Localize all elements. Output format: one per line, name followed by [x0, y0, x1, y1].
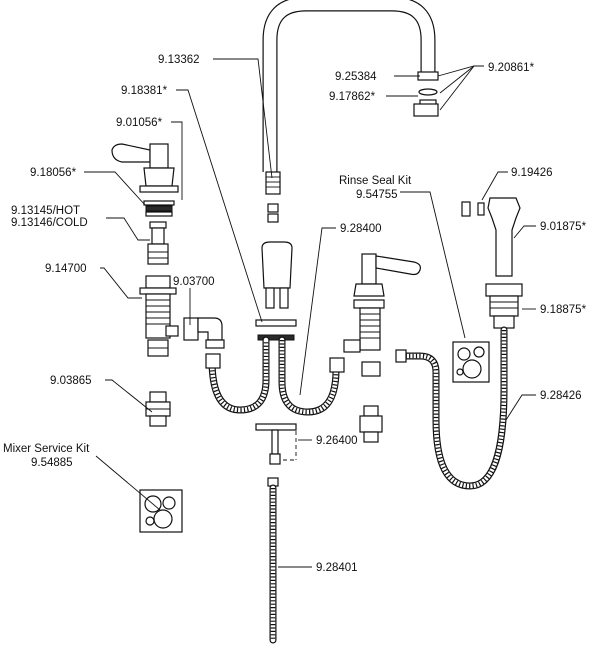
label-9-13146-cold: 9.13146/COLD	[11, 217, 88, 229]
spout-gooseneck	[262, 0, 436, 172]
label-9-01875: 9.01875*	[540, 221, 587, 233]
label-9-28426: 9.28426	[540, 390, 582, 402]
part-labels: 9.13362 9.18381* 9.01056* 9.18056* 9.131…	[3, 54, 587, 574]
label-9-28400: 9.28400	[340, 223, 382, 235]
left-handle-assembly	[111, 143, 179, 427]
label-9-25384: 9.25384	[335, 71, 377, 83]
label-9-54755: 9.54755	[356, 189, 398, 201]
mounting-bracket	[255, 423, 297, 465]
label-9-03865: 9.03865	[50, 375, 92, 387]
spout-base-fitting	[265, 171, 281, 223]
label-9-28401: 9.28401	[316, 562, 358, 574]
mixer-body	[255, 241, 297, 341]
rinse-seal-kit-bag	[452, 341, 490, 383]
label-mixer-service-kit: Mixer Service Kit	[3, 443, 90, 455]
label-9-26400: 9.26400	[316, 435, 358, 447]
label-9-54885: 9.54885	[31, 457, 73, 469]
label-9-14700: 9.14700	[45, 263, 87, 275]
mixer-service-kit-bag	[139, 489, 183, 533]
compression-fitting-right	[359, 405, 383, 443]
supply-hoses	[205, 336, 345, 416]
label-9-19426: 9.19426	[511, 167, 553, 179]
extension-hose	[267, 477, 279, 644]
right-handle-assembly	[343, 253, 421, 377]
spray-hose	[395, 326, 508, 490]
label-9-18381: 9.18381*	[121, 85, 168, 97]
aerator-assembly	[413, 71, 439, 117]
label-9-18875: 9.18875*	[540, 304, 587, 316]
leader-lines	[84, 58, 536, 568]
label-rinse-seal-kit: Rinse Seal Kit	[339, 175, 412, 187]
side-spray-assembly	[461, 197, 523, 329]
label-9-01056: 9.01056*	[116, 117, 163, 129]
elbow-fitting	[183, 317, 225, 349]
label-9-18056: 9.18056*	[30, 167, 77, 179]
label-9-13145-hot: 9.13145/HOT	[11, 205, 80, 217]
label-9-20861: 9.20861*	[488, 62, 535, 74]
label-9-03700: 9.03700	[173, 276, 215, 288]
label-9-13362: 9.13362	[158, 54, 200, 66]
label-9-17862: 9.17862*	[329, 91, 376, 103]
